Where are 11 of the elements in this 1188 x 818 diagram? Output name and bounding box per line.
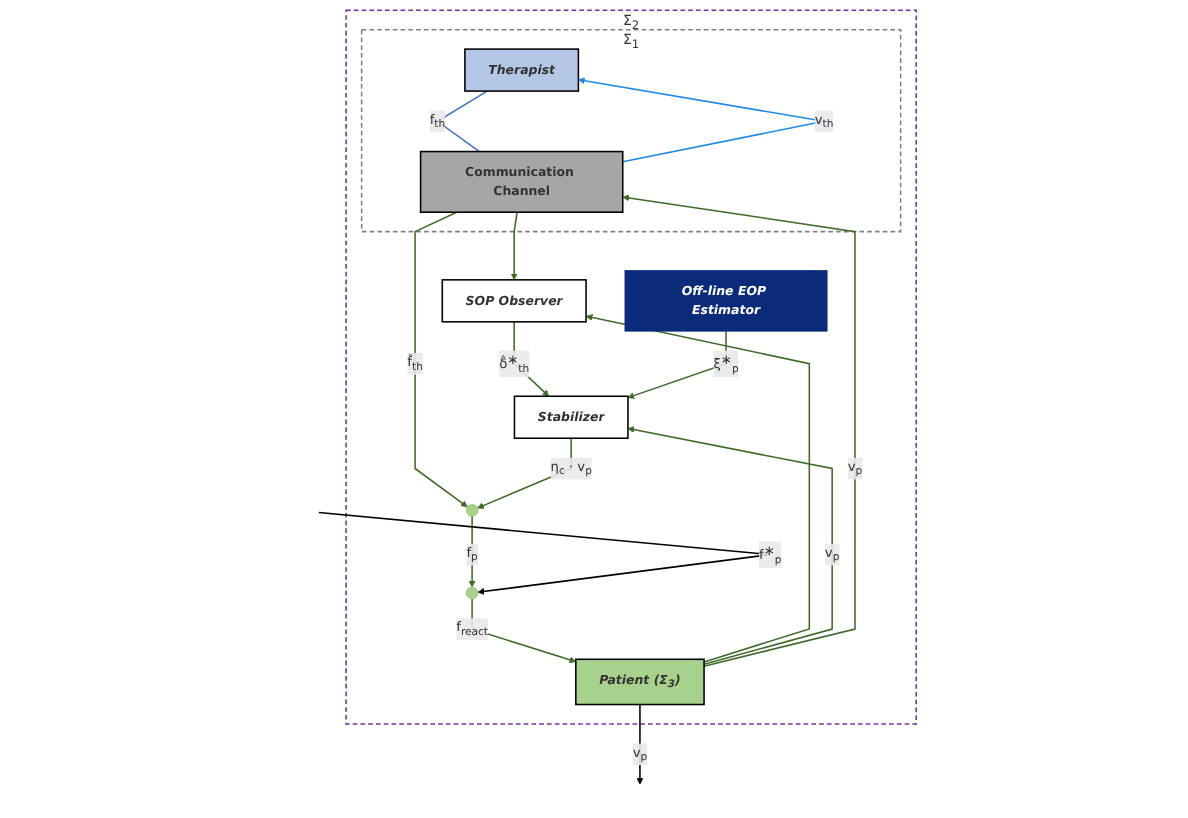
arrow	[627, 330, 727, 399]
arrow	[622, 194, 856, 667]
arrow	[627, 426, 833, 666]
node-circle	[465, 586, 479, 600]
arrow	[510, 211, 518, 281]
arrow	[414, 211, 468, 508]
arrow	[476, 437, 572, 509]
node-circle	[465, 504, 479, 517]
arrow	[471, 598, 576, 664]
arrow	[636, 703, 644, 785]
arrow	[585, 314, 810, 663]
